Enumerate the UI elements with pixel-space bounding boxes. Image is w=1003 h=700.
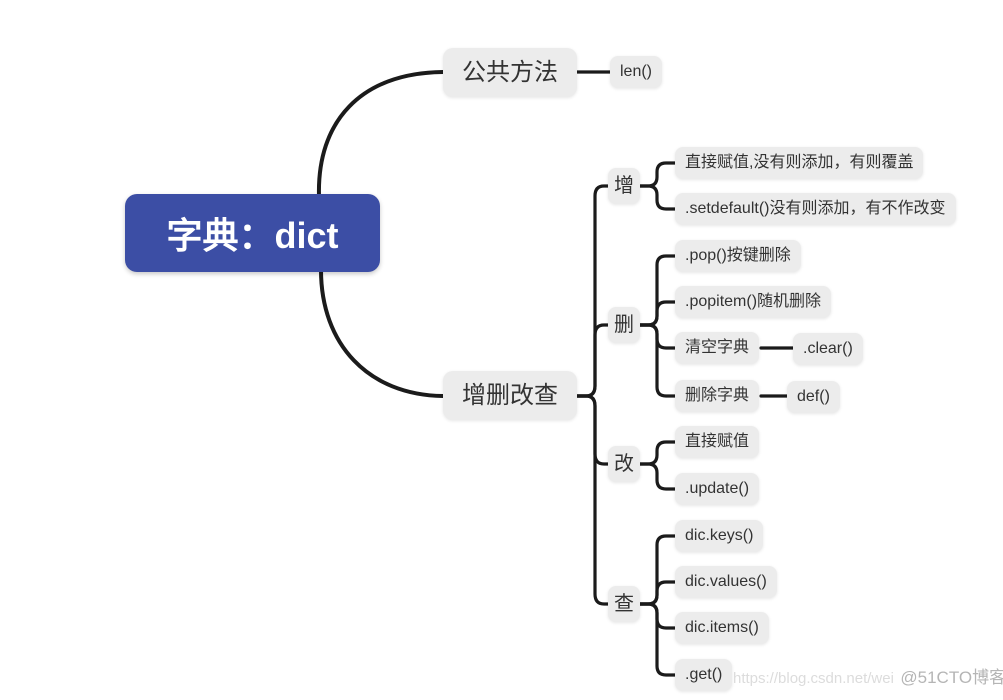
node-mod-update: .update() bbox=[675, 473, 760, 505]
edge-mod-2 bbox=[637, 462, 677, 491]
node-mod-direct-assign: 直接赋值 bbox=[675, 426, 760, 458]
node-del-pop: .pop()按键删除 bbox=[675, 240, 801, 272]
node-len: len() bbox=[610, 56, 663, 88]
category-query: 查 bbox=[608, 586, 640, 622]
node-add-direct-assign: 直接赋值,没有则添加，有则覆盖 bbox=[675, 147, 924, 179]
node-query-get: .get() bbox=[675, 659, 733, 691]
edge-crud-add bbox=[575, 184, 610, 398]
category-delete: 删 bbox=[608, 307, 640, 343]
category-modify: 改 bbox=[608, 446, 640, 482]
edge-query-4 bbox=[636, 602, 677, 677]
node-del-delete-dict: 删除字典 bbox=[675, 380, 760, 412]
edge-crud-del bbox=[575, 323, 610, 398]
edge-crud-mod bbox=[575, 394, 610, 466]
edge-add-2 bbox=[637, 184, 677, 211]
node-add-setdefault: .setdefault()没有则添加，有不作改变 bbox=[675, 193, 956, 225]
node-query-items: dic.items() bbox=[675, 612, 769, 644]
edge-root-crud bbox=[319, 268, 445, 398]
edge-del-4 bbox=[637, 323, 677, 398]
edge-root-public bbox=[316, 70, 445, 198]
node-def-method: def() bbox=[787, 381, 840, 413]
branch-crud: 增删改查 bbox=[443, 371, 577, 420]
node-query-keys: dic.keys() bbox=[675, 520, 764, 552]
edge-mod-1 bbox=[637, 440, 677, 466]
edge-crud-query bbox=[575, 394, 610, 606]
edge-add-1 bbox=[637, 161, 677, 188]
edge-del-2 bbox=[637, 300, 677, 327]
watermark: https://blog.csdn.net/wei @51CTO博客 bbox=[733, 663, 1003, 688]
node-query-values: dic.values() bbox=[675, 566, 777, 598]
root-node-dict: 字典：dict bbox=[125, 194, 380, 272]
node-clear-method: .clear() bbox=[793, 333, 863, 365]
edge-query-2 bbox=[636, 580, 677, 606]
node-del-clear-dict: 清空字典 bbox=[675, 332, 760, 364]
branch-public-methods: 公共方法 bbox=[443, 48, 577, 97]
node-del-popitem: .popitem()随机删除 bbox=[675, 286, 832, 318]
watermark-url: https://blog.csdn.net/wei bbox=[733, 670, 894, 687]
watermark-badge: @51CTO博客 bbox=[900, 668, 1003, 687]
category-add: 增 bbox=[608, 168, 640, 204]
